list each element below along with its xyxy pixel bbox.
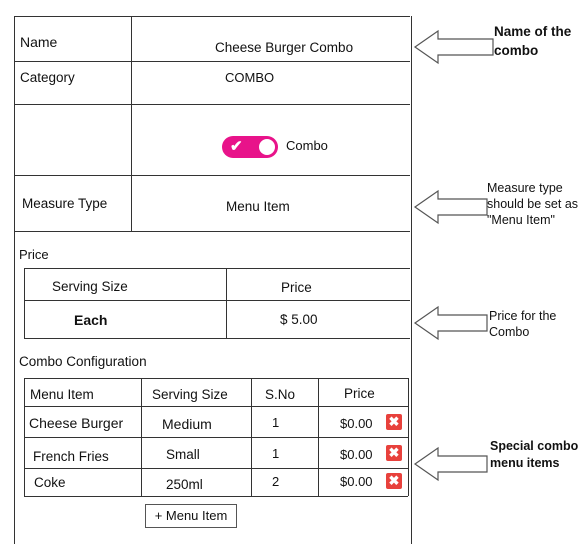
divider — [14, 16, 410, 17]
annotation-price-note: Price for the Combo — [489, 309, 557, 339]
add-menu-item-button[interactable]: + Menu Item — [145, 504, 237, 528]
combo-header-menu-item: Menu Item — [30, 387, 94, 402]
check-icon: ✔ — [230, 138, 243, 155]
remove-icon[interactable]: ✖ — [386, 414, 402, 430]
divider — [24, 378, 25, 496]
annotation-name-note: Name of the combo — [494, 24, 572, 58]
category-label: Category — [20, 70, 75, 85]
form-frame — [14, 16, 412, 544]
divider — [14, 175, 410, 176]
divider — [24, 496, 408, 497]
divider — [408, 378, 409, 496]
category-value[interactable]: COMBO — [225, 70, 275, 85]
divider — [141, 378, 142, 496]
divider — [24, 338, 410, 339]
combo-row-price[interactable]: $0.00 — [340, 447, 373, 462]
combo-toggle[interactable]: ✔ — [222, 136, 278, 158]
combo-row-size[interactable]: Small — [166, 447, 200, 462]
combo-config-title: Combo Configuration — [19, 354, 147, 369]
toggle-knob — [259, 139, 275, 155]
price-header-price: Price — [281, 280, 312, 295]
price-section-title: Price — [19, 247, 49, 262]
combo-row-sno[interactable]: 2 — [272, 474, 280, 489]
arrow-left-icon — [413, 305, 488, 341]
combo-row-size[interactable]: 250ml — [166, 477, 203, 492]
combo-toggle-label: Combo — [286, 138, 328, 153]
divider — [14, 231, 410, 232]
divider — [24, 406, 408, 407]
arrow-left-icon — [413, 29, 494, 65]
measure-type-label: Measure Type — [22, 196, 108, 211]
divider — [24, 437, 408, 438]
annotation-measure-note: Measure type should be set as "Menu Item… — [487, 181, 579, 227]
divider — [318, 378, 319, 496]
divider — [226, 268, 227, 338]
combo-row-size[interactable]: Medium — [162, 416, 212, 432]
price-row-value[interactable]: $ 5.00 — [280, 312, 318, 327]
remove-icon[interactable]: ✖ — [386, 473, 402, 489]
combo-row-item: French Fries — [33, 449, 109, 464]
combo-row-item: Coke — [34, 475, 66, 490]
divider — [251, 378, 252, 496]
divider — [14, 104, 410, 105]
annotation-combo-note: Special combo menu items — [490, 439, 579, 470]
combo-row-item: Cheese Burger — [29, 415, 124, 431]
combo-header-price: Price — [344, 386, 375, 401]
divider — [14, 61, 410, 62]
combo-row-sno[interactable]: 1 — [272, 415, 280, 430]
divider — [24, 378, 408, 379]
combo-row-sno[interactable]: 1 — [272, 446, 280, 461]
combo-row-price[interactable]: $0.00 — [340, 416, 373, 431]
price-header-serving-size: Serving Size — [52, 279, 128, 294]
measure-type-value[interactable]: Menu Item — [226, 199, 290, 214]
arrow-left-icon — [413, 189, 488, 225]
combo-header-serving-size: Serving Size — [152, 387, 228, 402]
arrow-left-icon — [413, 446, 488, 482]
divider — [24, 468, 408, 469]
remove-icon[interactable]: ✖ — [386, 445, 402, 461]
combo-row-price[interactable]: $0.00 — [340, 474, 373, 489]
name-value[interactable]: Cheese Burger Combo — [215, 40, 354, 55]
divider — [24, 268, 410, 269]
combo-header-sno: S.No — [265, 387, 296, 402]
divider — [24, 268, 25, 338]
divider — [131, 16, 132, 231]
name-label: Name — [20, 34, 58, 50]
divider — [24, 300, 410, 301]
price-row-serving-size: Each — [74, 312, 108, 328]
